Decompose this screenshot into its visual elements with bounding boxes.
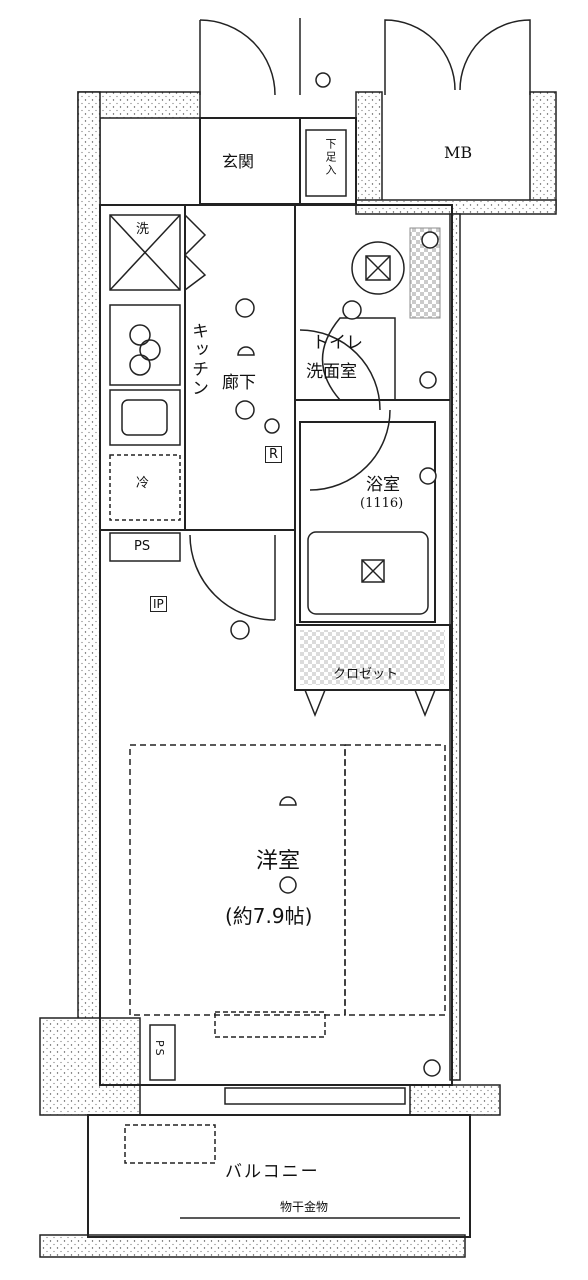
toilet-label: トイレ [312,333,363,353]
interior-walls [87,117,471,1238]
shoe-cabinet-label: 下足入 [324,138,337,177]
washroom-label: 洗面室 [306,362,357,382]
ip-label: IP [150,596,167,612]
kitchen-label: キッチン [188,322,208,398]
genkan-label: 玄関 [222,152,255,171]
r-label: R [265,446,283,463]
balcony-label: バルコニー [225,1162,320,1182]
light-fixtures [230,72,441,1077]
clothes-hanger-label: 物干金物 [280,1200,329,1214]
ps-kitchen-label: PS [134,539,151,554]
western-room-size-label: (約7.9帖) [225,904,313,928]
doors [184,18,531,718]
fridge-label: 冷 [136,476,150,491]
outlet-markers [237,346,297,806]
exterior-walls [39,91,557,1258]
ps-room-label: PS [153,1040,166,1058]
bath-size-label: (1116) [360,496,404,511]
bath-label: 浴室 [366,475,400,495]
mb-label: MB [444,143,473,162]
fixtures [109,129,460,1219]
western-room-label: 洋室 [256,849,301,874]
closet-hatch [300,630,445,685]
closet-label: クロゼット [333,667,399,682]
corridor-label: 廊下 [222,373,256,393]
washer-label: 洗 [136,222,150,237]
